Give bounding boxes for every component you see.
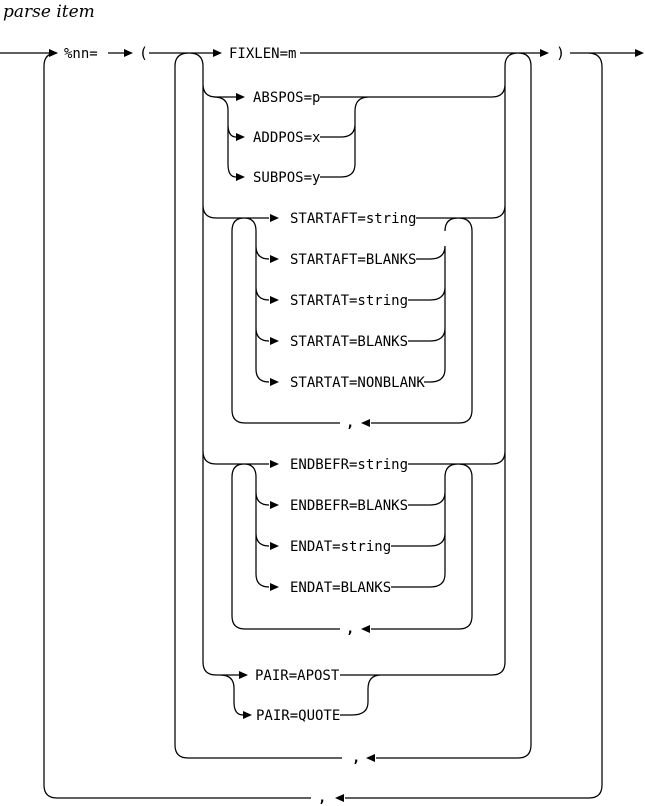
keyword-startat-string: STARTAT=string bbox=[290, 293, 408, 309]
open-paren: ( bbox=[139, 44, 148, 62]
close-paren: ) bbox=[556, 44, 565, 62]
rail-lines bbox=[0, 52, 635, 799]
keyword-startaft-blanks: STARTAFT=BLANKS bbox=[290, 252, 416, 268]
keyword-abspos: ABSPOS=p bbox=[253, 90, 320, 106]
keyword-endat-string: ENDAT=string bbox=[290, 539, 391, 555]
keyword-startaft-string: STARTAFT=string bbox=[290, 211, 416, 227]
keyword-item-label: %nn= bbox=[64, 46, 98, 62]
keyword-startat-nonblank: STARTAT=NONBLANK bbox=[290, 375, 425, 391]
separator-comma-start-loop: , bbox=[346, 415, 354, 431]
diagram-title: parse item bbox=[3, 2, 95, 22]
separator-comma-item-loop: , bbox=[318, 790, 326, 806]
separator-comma-end-loop: , bbox=[346, 621, 354, 637]
repeat-arrowheads-icon bbox=[335, 419, 375, 802]
keyword-fixlen: FIXLEN=m bbox=[229, 46, 296, 62]
keyword-endbefr-blanks: ENDBEFR=BLANKS bbox=[290, 498, 408, 514]
keyword-addpos: ADDPOS=x bbox=[253, 130, 320, 146]
keyword-endat-blanks: ENDAT=BLANKS bbox=[290, 580, 391, 596]
separator-comma-group-loop: , bbox=[352, 750, 360, 766]
keyword-pair-quote: PAIR=QUOTE bbox=[256, 708, 340, 724]
keyword-pair-apost: PAIR=APOST bbox=[255, 668, 340, 684]
keyword-subpos: SUBPOS=y bbox=[253, 170, 320, 186]
keyword-endbefr-string: ENDBEFR=string bbox=[290, 457, 408, 473]
keyword-startat-blanks: STARTAT=BLANKS bbox=[290, 334, 408, 350]
